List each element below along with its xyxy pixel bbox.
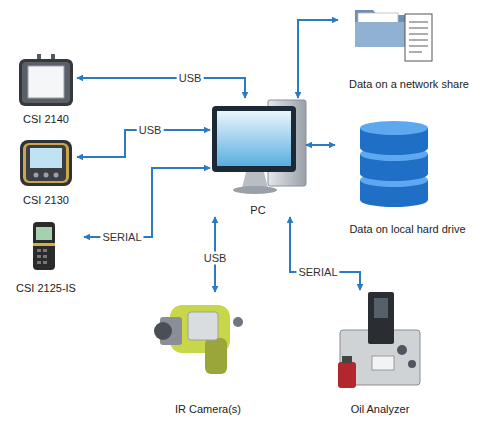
node-label: CSI 2125-IS — [16, 282, 76, 295]
device-key — [37, 255, 41, 258]
folder-front — [355, 22, 405, 47]
device-node: IR Camera(s) — [158, 292, 258, 416]
device-bezel — [23, 143, 69, 183]
device-face — [26, 145, 66, 181]
monitor-base — [233, 186, 277, 194]
device-screen — [30, 148, 62, 168]
connector-arrow — [77, 78, 245, 98]
device-button — [34, 173, 39, 178]
analyzer-column — [368, 292, 394, 344]
device-screen — [36, 227, 52, 240]
camera-panel — [188, 312, 218, 340]
database-cylinder — [360, 193, 428, 207]
device-button — [54, 173, 59, 178]
analyzer-display — [372, 356, 394, 370]
device-key — [43, 261, 47, 264]
document-line — [409, 51, 422, 52]
device-stripe — [33, 243, 55, 246]
document-line — [409, 39, 428, 40]
device-key — [37, 249, 41, 252]
oil-bottle — [338, 362, 356, 388]
database-cylinder — [360, 167, 428, 181]
device-node: CSI 2140 — [15, 52, 77, 126]
connection-label: USB — [177, 72, 204, 85]
device-screen — [28, 66, 64, 98]
analyzer-knob — [408, 360, 416, 368]
connector-arrow — [298, 20, 338, 98]
connector-arrow — [84, 168, 210, 237]
connection-label: SERIAL — [100, 231, 143, 244]
device-key — [43, 255, 47, 258]
node-label: Data on local hard drive — [349, 223, 465, 236]
device-bezel — [22, 62, 70, 103]
connector-arrow — [306, 144, 335, 146]
database-cylinder — [360, 121, 428, 135]
camera-dial — [233, 317, 243, 327]
monitor-bezel — [212, 106, 296, 172]
node-label: Oil Analyzer — [351, 403, 410, 416]
connection-label: USB — [202, 252, 229, 265]
document-line — [409, 33, 428, 34]
connection-label: USB — [137, 124, 164, 137]
device-key — [43, 249, 47, 252]
oil-bottle-cap — [342, 356, 352, 363]
node-label: CSI 2140 — [23, 113, 69, 126]
document-line — [409, 27, 428, 28]
device-node: CSI 2125-IS — [8, 218, 84, 295]
device-button — [44, 173, 49, 178]
database-cylinder — [360, 141, 428, 155]
analyzer-knob — [397, 345, 407, 355]
device-node: Oil Analyzer — [330, 290, 430, 416]
device-body — [19, 59, 73, 106]
node-label: Data on a network share — [349, 78, 469, 91]
device-key — [37, 261, 41, 264]
connection-label: SERIAL — [296, 266, 339, 279]
device-node: Data on a network share — [338, 4, 480, 91]
camera-lens-glass — [154, 322, 172, 340]
document-line — [409, 21, 428, 22]
node-label: IR Camera(s) — [175, 403, 241, 416]
folder-back — [355, 10, 405, 47]
document-line — [409, 45, 428, 46]
node-label: CSI 2130 — [23, 194, 69, 207]
document-icon — [405, 14, 432, 61]
node-label: PC — [250, 204, 265, 217]
device-body — [33, 222, 55, 270]
device-node: Data on local hard drive — [335, 118, 480, 236]
analyzer-window — [374, 298, 388, 318]
monitor-screen — [217, 111, 291, 166]
device-node: CSI 2130 — [15, 137, 77, 207]
device-body — [20, 140, 72, 186]
device-node: PC — [210, 98, 306, 217]
monitor-stand — [242, 172, 268, 188]
camera-handle — [205, 338, 227, 374]
